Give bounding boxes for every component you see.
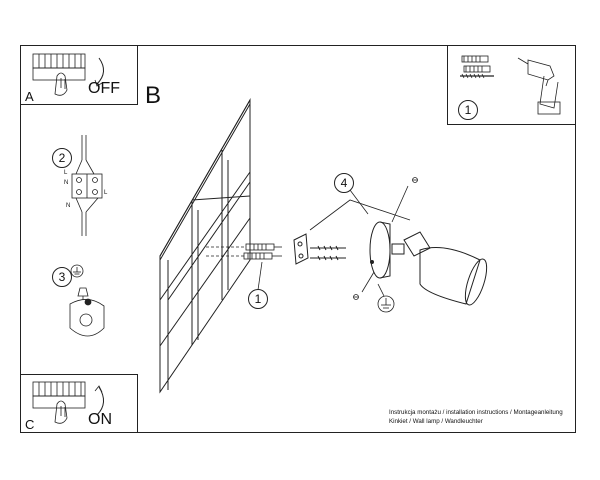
panel-a: A OFF: [20, 45, 138, 105]
breaker-panel-on-icon: [32, 381, 104, 424]
instruction-frame: [20, 45, 576, 433]
step-2-badge: 2: [52, 148, 72, 168]
panel-c-letter: C: [25, 417, 35, 432]
step-1-badge: 1: [458, 100, 478, 120]
step-1-bracket-badge: 1: [248, 289, 268, 309]
breaker-panel-icon: [32, 53, 104, 96]
panel-c-state-label: ON: [88, 411, 112, 428]
step-4-badge: 4: [334, 173, 354, 193]
panel-b-letter: B: [145, 82, 162, 109]
instruction-caption: Instrukcja montażu / installation instru…: [389, 408, 563, 426]
panel-tools: 1: [447, 45, 576, 125]
caption-line-2: Kinkiet / Wall lamp / Wandleuchter: [389, 418, 483, 425]
drill-icon: [460, 55, 561, 115]
terminal-mark-n-bottom: N: [66, 203, 71, 209]
panel-a-state-label: OFF: [88, 80, 120, 97]
terminal-mark-l-bottom: L: [104, 190, 108, 196]
terminal-mark-n-top: N: [64, 180, 69, 186]
panel-c: C ON: [20, 374, 138, 433]
wall-plug-icon: [461, 55, 489, 63]
terminal-mark-l-top: L: [64, 170, 68, 176]
caption-line-1: Instrukcja montażu / installation instru…: [389, 409, 563, 416]
step-3-badge: 3: [52, 267, 72, 287]
panel-a-letter: A: [25, 89, 34, 104]
